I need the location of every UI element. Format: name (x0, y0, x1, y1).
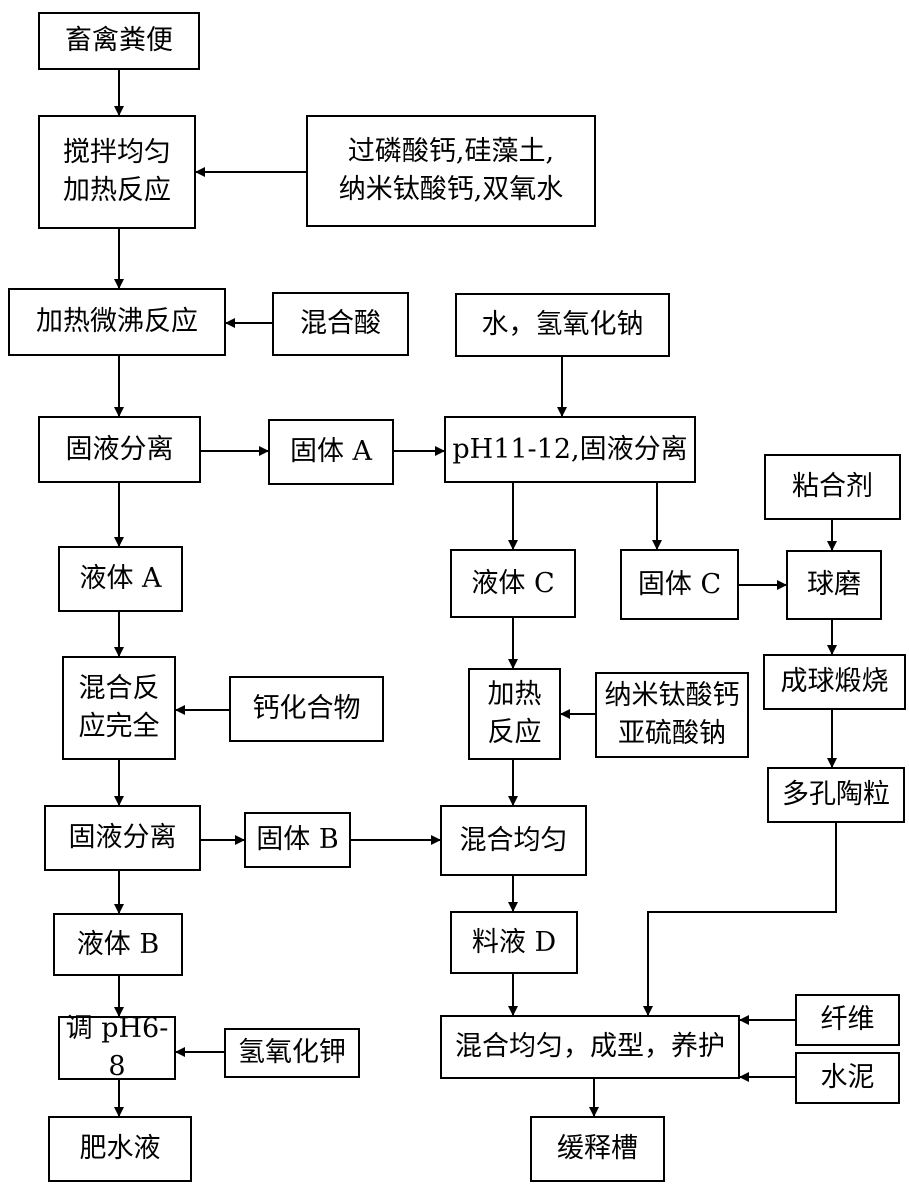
box-mix-form-cure: 混合均匀，成型，养护 (440, 1015, 740, 1079)
box-heat-react: 加热 反应 (468, 668, 561, 760)
box-boil-label: 加热微沸反应 (36, 303, 198, 341)
box-feed-d-label: 料液 D (472, 924, 556, 962)
box-cement: 水泥 (795, 1052, 900, 1104)
box-fertilizer-water-label: 肥水液 (80, 1130, 161, 1168)
box-cement-label: 水泥 (821, 1059, 875, 1097)
box-porous-ceramsite-label: 多孔陶粒 (782, 776, 890, 814)
box-water-naoh-label: 水，氢氧化钠 (482, 306, 644, 344)
box-fiber: 纤维 (795, 994, 900, 1046)
box-sep2: 固液分离 (44, 805, 201, 871)
box-fiber-label: 纤维 (821, 1001, 875, 1039)
box-sep1-label: 固液分离 (66, 431, 174, 469)
box-ph11-separation: pH11-12,固液分离 (444, 416, 696, 483)
box-mix-even: 混合均匀 (440, 805, 587, 876)
box-mixed-acid: 混合酸 (272, 292, 409, 356)
box-nano-sulfite: 纳米钛酸钙 亚硫酸钠 (595, 672, 749, 758)
box-porous-ceramsite: 多孔陶粒 (767, 767, 905, 823)
box-mix-form-cure-label: 混合均匀，成型，养护 (455, 1028, 725, 1066)
box-additives: 过磷酸钙,硅藻土, 纳米钛酸钙,双氧水 (306, 115, 596, 227)
box-ball-mill-label: 球磨 (807, 566, 861, 604)
box-liquid-c-label: 液体 C (471, 565, 554, 603)
box-additives-label: 过磷酸钙,硅藻土, 纳米钛酸钙,双氧水 (339, 133, 564, 209)
box-slow-release-tank-label: 缓释槽 (557, 1130, 638, 1168)
box-pellet-calcine-label: 成球煅烧 (781, 663, 889, 701)
box-solid-b: 固体 B (244, 812, 351, 868)
box-sep2-label: 固液分离 (69, 819, 177, 857)
box-binder: 粘合剂 (764, 454, 901, 520)
box-adjust-ph-label: 调 pH6-8 (64, 1010, 170, 1086)
box-stir-heat: 搅拌均匀 加热反应 (38, 115, 196, 229)
box-mix-react-label: 混合反 应完全 (79, 670, 160, 746)
box-solid-c-label: 固体 C (638, 566, 721, 604)
box-boil: 加热微沸反应 (8, 288, 226, 356)
box-heat-react-label: 加热 反应 (488, 676, 542, 752)
box-nano-sulfite-label: 纳米钛酸钙 亚硫酸钠 (605, 677, 740, 753)
box-liquid-c: 液体 C (450, 549, 576, 618)
box-calcium-compound: 钙化合物 (229, 676, 384, 742)
box-feed-d: 料液 D (450, 911, 578, 974)
box-solid-a: 固体 A (268, 419, 394, 485)
box-solid-b-label: 固体 B (256, 821, 338, 859)
box-mix-even-label: 混合均匀 (460, 822, 568, 860)
box-binder-label: 粘合剂 (792, 468, 873, 506)
box-ph11-separation-label: pH11-12,固液分离 (452, 431, 687, 469)
box-stir-heat-label: 搅拌均匀 加热反应 (63, 134, 171, 210)
box-ball-mill: 球磨 (786, 550, 882, 620)
box-solid-c: 固体 C (620, 549, 739, 620)
box-liquid-a-label: 液体 A (79, 560, 161, 598)
box-liquid-b-label: 液体 B (77, 926, 159, 964)
box-calcium-compound-label: 钙化合物 (253, 690, 361, 728)
box-manure: 畜禽粪便 (38, 12, 200, 70)
box-fertilizer-water: 肥水液 (48, 1116, 192, 1182)
box-solid-a-label: 固体 A (290, 433, 372, 471)
arrow-porous-to-mix-form (648, 823, 836, 1015)
box-slow-release-tank: 缓释槽 (530, 1116, 665, 1182)
box-mix-react: 混合反 应完全 (62, 656, 176, 760)
box-manure-label: 畜禽粪便 (65, 22, 173, 60)
box-mixed-acid-label: 混合酸 (300, 305, 381, 343)
box-water-naoh: 水，氢氧化钠 (455, 293, 670, 357)
box-pellet-calcine: 成球煅烧 (763, 654, 906, 710)
box-sep1: 固液分离 (38, 416, 201, 483)
box-koh-label: 氢氧化钾 (238, 1034, 346, 1072)
box-liquid-b: 液体 B (53, 913, 183, 976)
box-adjust-ph: 调 pH6-8 (58, 1016, 176, 1080)
box-koh: 氢氧化钾 (224, 1028, 360, 1078)
box-liquid-a: 液体 A (58, 546, 183, 612)
